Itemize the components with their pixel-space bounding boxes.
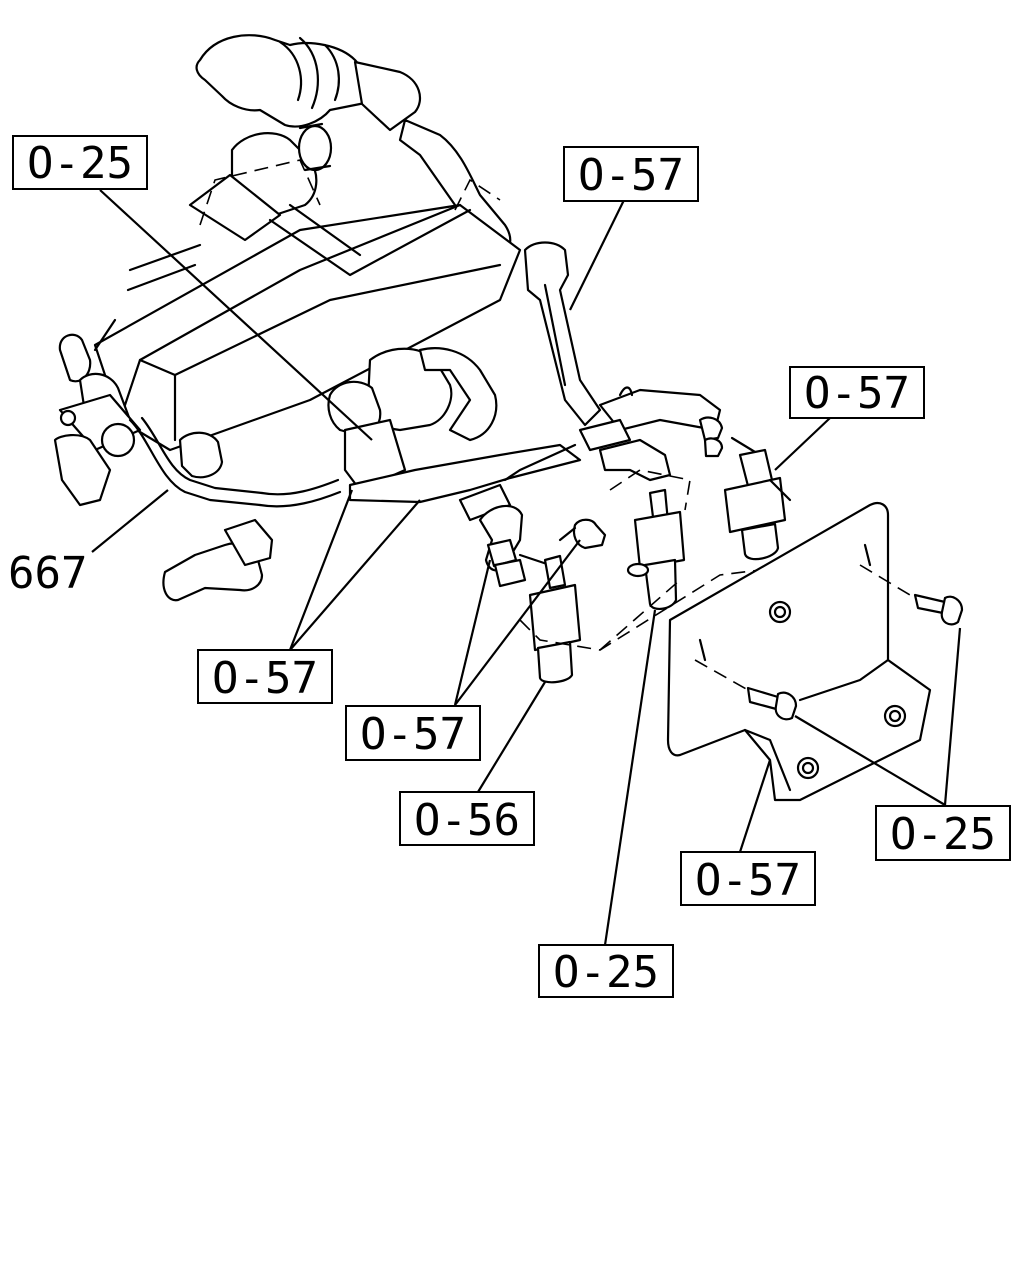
callout-o57-right: O-57 (789, 366, 925, 419)
callout-text: O-57 (578, 150, 684, 201)
callout-o25-right: O-25 (875, 805, 1011, 861)
callout-o25-bottom: O-25 (538, 944, 674, 998)
leader-o25-right-a (943, 627, 962, 806)
callout-o57-bottom: O-57 (680, 851, 816, 906)
leader-lines (91, 189, 962, 946)
callout-o25-top: O-25 (12, 135, 148, 190)
leader-o25-right-b (794, 715, 946, 806)
leader-o57-left-b (289, 499, 421, 651)
callout-text: O-57 (804, 368, 910, 419)
leader-o56 (477, 681, 546, 793)
leader-o57-mid-a (453, 559, 492, 706)
callout-text: O-57 (212, 653, 318, 704)
leader-o57-top (569, 197, 626, 311)
leader-o25-top (99, 189, 373, 441)
callout-o57-left: O-57 (197, 649, 333, 704)
callout-text: O-25 (27, 138, 133, 189)
leader-o57-left-a (288, 489, 354, 651)
callout-text: O-25 (553, 947, 659, 998)
callout-o56: O-56 (399, 791, 535, 846)
callout-text: O-25 (890, 809, 996, 860)
leader-o25-bottom (603, 609, 657, 946)
callout-667: 667 (8, 548, 87, 599)
callout-o57-top: O-57 (563, 146, 699, 202)
engine-assembly-drawing (53, 34, 964, 802)
callout-text: O-57 (360, 709, 466, 760)
callout-o57-mid: O-57 (345, 705, 481, 761)
callout-text: O-56 (414, 795, 520, 846)
leader-o57-right (774, 417, 831, 471)
callout-text: 667 (8, 548, 87, 599)
callout-labels: O-25 O-57 O-57 667 O-57 O-57 O-56 O-25 (8, 135, 1011, 998)
leader-o57-mid-b (454, 539, 581, 706)
leader-667 (91, 489, 169, 553)
leader-o57-bottom (738, 759, 772, 853)
callout-text: O-57 (695, 855, 801, 906)
